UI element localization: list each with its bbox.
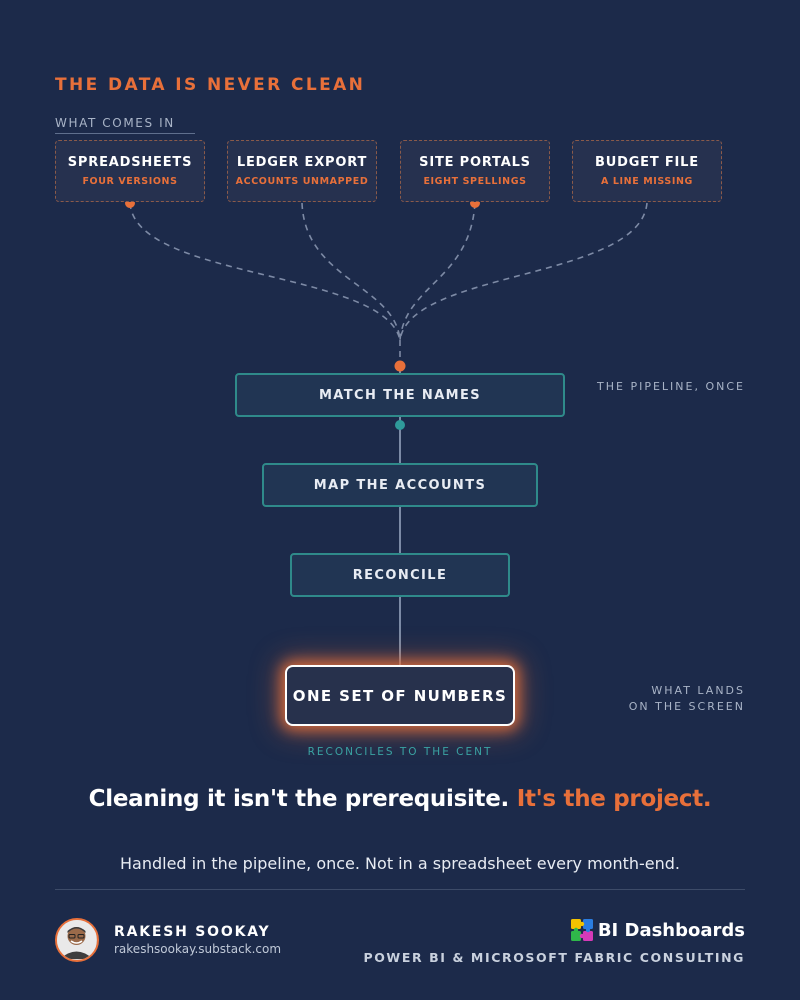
headline-main: Cleaning it isn't the prerequisite. <box>88 786 510 812</box>
step-reconcile: RECONCILE <box>290 553 510 597</box>
step-map-accounts: MAP THE ACCOUNTS <box>262 463 538 507</box>
connector-budget <box>399 202 648 341</box>
author-url[interactable]: rakeshsookay.substack.com <box>114 942 282 956</box>
node-teal <box>395 420 405 430</box>
pipeline-label: THE PIPELINE, ONCE <box>597 380 745 393</box>
flow-connectors <box>125 198 648 666</box>
output-subtitle: RECONCILES TO THE CENT <box>307 746 493 758</box>
avatar <box>55 918 99 962</box>
brand-tagline: POWER BI & MICROSOFT FABRIC CONSULTING <box>363 950 745 965</box>
output-label-line2: ON THE SCREEN <box>628 700 745 713</box>
step-match-names: MATCH THE NAMES <box>235 373 565 417</box>
source-note: EIGHT SPELLINGS <box>423 176 527 187</box>
source-title: BUDGET FILE <box>595 155 699 170</box>
source-site-portals: SITE PORTALS EIGHT SPELLINGS <box>400 140 550 202</box>
source-spreadsheets: SPREADSHEETS FOUR VERSIONS <box>55 140 205 202</box>
connector-portals <box>399 202 476 341</box>
brand-name: BI Dashboards <box>597 919 745 941</box>
source-note: ACCOUNTS UNMAPPED <box>235 176 369 187</box>
avatar-portrait-icon <box>57 920 96 959</box>
output-label-line1: WHAT LANDS <box>651 684 745 697</box>
incoming-label: WHAT COMES IN <box>55 116 195 134</box>
connector-spreadsheets <box>129 202 401 341</box>
output-label: WHAT LANDS ON THE SCREEN <box>629 683 745 715</box>
puzzle-icon <box>570 919 593 941</box>
footer-divider <box>55 889 745 890</box>
connector-ledger <box>301 202 401 341</box>
page-kicker: THE DATA IS NEVER CLEAN <box>55 75 366 95</box>
node-merge <box>394 360 406 372</box>
headline-accent: It's the project. <box>516 786 712 812</box>
source-budget-file: BUDGET FILE A LINE MISSING <box>572 140 722 202</box>
author-name: RAKESH SOOKAY <box>114 924 271 940</box>
source-note: A LINE MISSING <box>601 176 693 187</box>
source-title: SPREADSHEETS <box>67 155 193 170</box>
source-ledger-export: LEDGER EXPORT ACCOUNTS UNMAPPED <box>227 140 377 202</box>
source-title: LEDGER EXPORT <box>236 155 368 170</box>
headline: Cleaning it isn't the prerequisite. It's… <box>0 786 800 812</box>
brand-logo: BI Dashboards <box>570 918 745 942</box>
subline: Handled in the pipeline, once. Not in a … <box>119 854 680 873</box>
source-title: SITE PORTALS <box>419 155 531 170</box>
output-box: ONE SET OF NUMBERS <box>285 665 515 726</box>
source-note: FOUR VERSIONS <box>82 176 178 187</box>
